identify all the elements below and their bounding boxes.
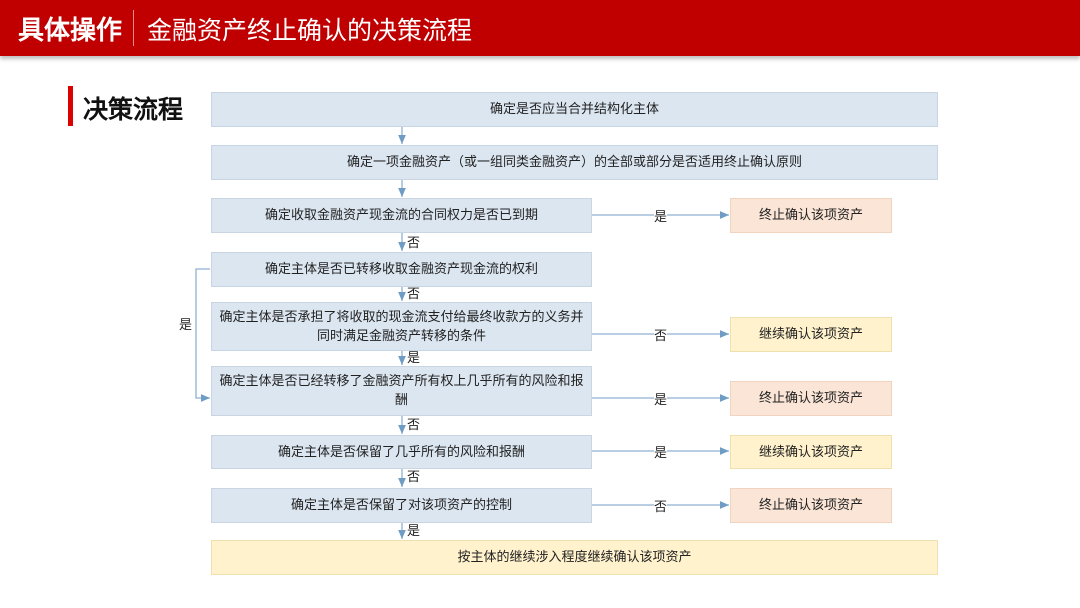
outcome-continue: 继续确认该项资产	[730, 317, 892, 352]
header-divider	[133, 10, 134, 46]
side-label: 否	[654, 325, 668, 344]
down-label: 否	[407, 470, 421, 485]
down-label: 否	[407, 236, 421, 251]
down-label: 是	[407, 524, 421, 539]
side-label: 否	[654, 496, 668, 515]
loop-label: 是	[179, 318, 193, 333]
final-step: 按主体的继续涉入程度继续确认该项资产	[211, 540, 938, 575]
outcome-terminate: 终止确认该项资产	[730, 381, 892, 416]
step-1: 确定是否应当合并结构化主体	[211, 92, 938, 127]
section-accent-bar	[68, 86, 73, 126]
step-3: 确定收取金融资产现金流的合同权力是否已到期	[211, 198, 592, 233]
outcome-continue: 继续确认该项资产	[730, 435, 892, 469]
step-7: 确定主体是否保留了几乎所有的风险和报酬	[211, 435, 592, 469]
side-label: 是	[654, 389, 668, 408]
slide-header: 具体操作 金融资产终止确认的决策流程	[0, 0, 1080, 56]
step-4: 确定主体是否已转移收取金融资产现金流的权利	[211, 252, 592, 287]
step-8: 确定主体是否保留了对该项资产的控制	[211, 488, 592, 523]
down-label: 是	[407, 351, 421, 366]
step-5: 确定主体是否承担了将收取的现金流支付给最终收款方的义务并同时满足金融资产转移的条…	[211, 302, 592, 351]
down-label: 否	[407, 418, 421, 433]
header-section: 具体操作	[18, 16, 123, 46]
section-title: 决策流程	[83, 95, 184, 124]
side-label: 是	[654, 442, 668, 461]
arrow-loop	[195, 268, 210, 402]
outcome-terminate: 终止确认该项资产	[730, 198, 892, 233]
step-2: 确定一项金融资产（或一组同类金融资产）的全部或部分是否适用终止确认原则	[211, 145, 938, 180]
header-title: 金融资产终止确认的决策流程	[147, 16, 473, 45]
side-label: 是	[654, 206, 668, 225]
outcome-terminate: 终止确认该项资产	[730, 488, 892, 523]
step-6: 确定主体是否已经转移了金融资产所有权上几乎所有的风险和报酬	[211, 366, 592, 416]
down-label: 否	[407, 287, 421, 302]
